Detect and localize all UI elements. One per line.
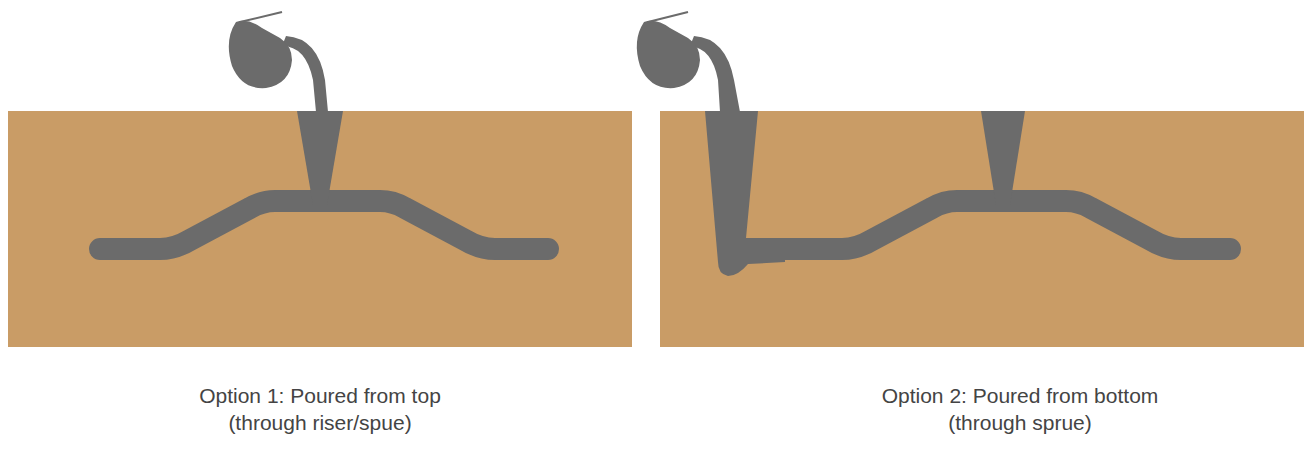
- sprue-runner: [705, 111, 785, 276]
- sand-mold: [8, 111, 632, 347]
- ladle-handle: [240, 12, 282, 22]
- ladle: [637, 21, 700, 88]
- option-caption: Option 1: Poured from top: [199, 383, 441, 409]
- option-caption: Option 2: Poured from bottom: [882, 383, 1159, 409]
- riser-sprue: [297, 111, 343, 205]
- metal-stream: [690, 36, 740, 112]
- riser: [981, 111, 1025, 205]
- option-subcaption: (through riser/spue): [228, 410, 411, 436]
- casting-cavity: [782, 201, 1230, 249]
- ladle-handle: [648, 12, 688, 22]
- casting-cavity: [100, 201, 548, 249]
- ladle: [229, 21, 292, 88]
- sand-mold: [660, 111, 1304, 347]
- option-subcaption: (through sprue): [948, 410, 1092, 436]
